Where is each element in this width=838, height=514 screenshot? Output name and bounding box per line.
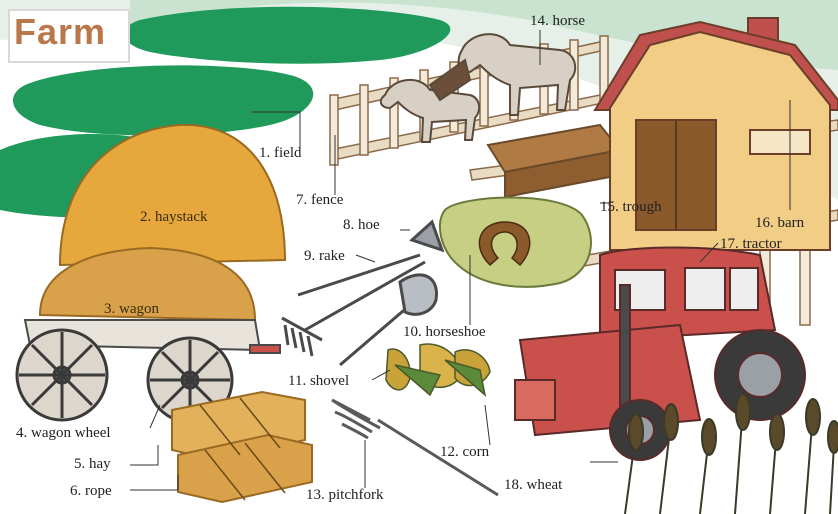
label-hoe: 8. hoe <box>343 217 380 233</box>
title-panel <box>8 9 130 63</box>
label-wagon-wheel: 4. wagon wheel <box>16 425 111 441</box>
hill-light <box>0 0 838 200</box>
page-title: Farm <box>14 11 107 52</box>
label-haystack: 2. haystack <box>140 209 208 225</box>
hill-pale <box>130 0 838 70</box>
label-horseshoe: 10. horseshoe <box>403 324 486 340</box>
label-pitchfork: 13. pitchfork <box>306 487 384 503</box>
trough-icon <box>486 123 622 199</box>
label-fence: 7. fence <box>296 192 344 208</box>
label-leaders <box>130 30 791 491</box>
label-hay: 5. hay <box>74 456 111 472</box>
label-rake: 9. rake <box>304 248 345 264</box>
barn-icon <box>593 17 838 251</box>
corn-icon <box>385 343 491 398</box>
label-horse: 14. horse <box>530 13 585 29</box>
label-field: 1. field <box>259 145 302 161</box>
label-shovel: 11. shovel <box>288 373 350 389</box>
shovel-icon <box>339 273 438 367</box>
label-wheat: 18. wheat <box>504 477 563 493</box>
label-rope: 6. rope <box>70 483 112 499</box>
label-wagon: 3. wagon <box>104 301 159 317</box>
label-tractor: 17. tractor <box>720 236 782 252</box>
rope-icon <box>199 397 286 501</box>
rake-icon <box>281 260 426 357</box>
hay-icon <box>171 390 313 504</box>
horse-icon <box>379 33 577 143</box>
haystack-icon <box>38 123 287 322</box>
label-barn: 16. barn <box>755 215 805 231</box>
label-trough: 15. trough <box>600 199 662 215</box>
hoe-icon <box>297 219 445 297</box>
label-corn: 12. corn <box>440 444 490 460</box>
pitchfork-icon <box>331 398 499 497</box>
wagon-wheel-icon <box>15 328 234 424</box>
wheat-icon <box>624 393 838 514</box>
horseshoe-icon <box>438 196 592 288</box>
